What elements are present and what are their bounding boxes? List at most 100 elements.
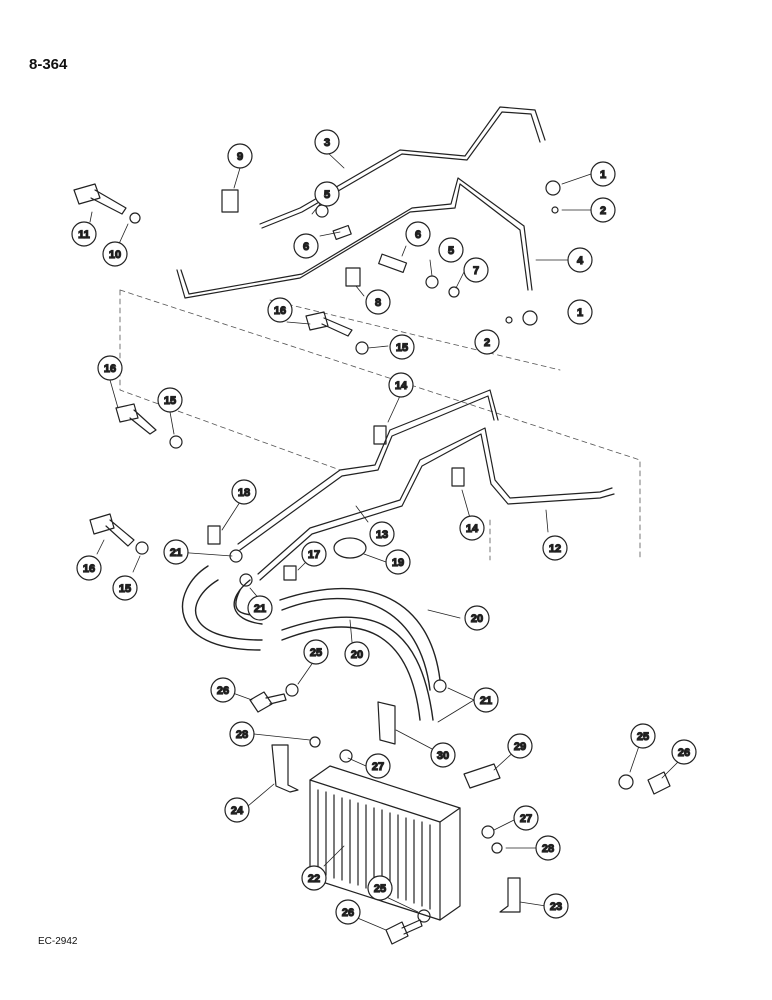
callout: 28	[229, 721, 255, 747]
bracket-24	[271, 744, 299, 793]
bolt-16-low	[89, 513, 135, 547]
nut-28-b	[491, 842, 503, 854]
callout: 20	[464, 605, 490, 631]
clamp-5-b	[425, 275, 439, 289]
sleeve-6-a	[332, 224, 352, 241]
bolt-11	[73, 183, 127, 215]
assembly-outline	[119, 289, 641, 561]
callout: 30	[430, 742, 456, 768]
svg-text:21: 21	[170, 547, 182, 559]
callout: 22	[301, 865, 327, 891]
fitting-1-a	[545, 180, 561, 196]
svg-text:12: 12	[549, 543, 561, 555]
svg-text:15: 15	[164, 395, 176, 407]
callout: 2	[474, 329, 500, 355]
callout: 13	[369, 521, 395, 547]
callout: 8	[365, 289, 391, 315]
washer-10	[129, 212, 141, 224]
svg-text:15: 15	[396, 342, 408, 354]
svg-text:6: 6	[415, 229, 421, 241]
o-ring-2-a	[551, 206, 559, 214]
callout: 6	[405, 221, 431, 247]
washer-15-a	[355, 341, 369, 355]
clip-14-b	[451, 467, 465, 487]
callout: 1	[567, 299, 593, 325]
leader-lines	[89, 151, 685, 931]
clip-18	[207, 525, 221, 545]
svg-text:3: 3	[324, 137, 330, 149]
svg-text:9: 9	[237, 151, 243, 163]
svg-text:16: 16	[274, 305, 286, 317]
svg-text:23: 23	[550, 901, 562, 913]
fitting-1-b	[522, 310, 538, 326]
bolt-16-mid	[115, 403, 157, 435]
svg-text:24: 24	[231, 805, 244, 817]
callout: 2	[590, 197, 616, 223]
svg-text:28: 28	[236, 729, 248, 741]
callout: 23	[543, 893, 569, 919]
callout: 21	[247, 595, 273, 621]
callout: 21	[163, 539, 189, 565]
callout: 19	[385, 549, 411, 575]
callout: 28	[535, 835, 561, 861]
svg-text:27: 27	[372, 761, 384, 773]
clip-19	[333, 537, 367, 559]
oil-cooler-22	[309, 765, 461, 921]
callout: 25	[367, 875, 393, 901]
callout: 26	[210, 677, 236, 703]
callout: 4	[567, 247, 593, 273]
callout: 15	[157, 387, 183, 413]
callout: 5	[438, 237, 464, 263]
svg-text:19: 19	[392, 557, 404, 569]
bracket-30	[377, 701, 396, 745]
bolt-26-a	[249, 691, 287, 713]
callout: 16	[97, 355, 123, 381]
callout: 29	[507, 733, 533, 759]
callout: 12	[542, 535, 568, 561]
callout: 11	[71, 221, 97, 247]
callout: 18	[231, 479, 257, 505]
clip-17	[283, 565, 297, 581]
svg-text:5: 5	[448, 245, 454, 257]
callout: 27	[513, 805, 539, 831]
screw-7	[448, 286, 460, 298]
svg-text:25: 25	[374, 883, 386, 895]
callout: 15	[389, 334, 415, 360]
svg-text:29: 29	[514, 741, 526, 753]
nut-28-a	[309, 736, 321, 748]
callout: 25	[630, 723, 656, 749]
svg-text:1: 1	[600, 169, 606, 181]
svg-text:30: 30	[437, 750, 449, 762]
svg-text:17: 17	[308, 549, 320, 561]
callout: 24	[224, 797, 250, 823]
fitting-27-b	[481, 825, 495, 839]
svg-text:28: 28	[542, 843, 554, 855]
callout: 3	[314, 129, 340, 155]
pipe-12	[257, 427, 615, 581]
callout: 5	[314, 181, 340, 207]
callout: 25	[303, 639, 329, 665]
washer-25-b	[618, 774, 634, 790]
svg-text:26: 26	[217, 685, 229, 697]
washer-15-c	[135, 541, 149, 555]
washer-25-c	[417, 909, 431, 923]
sleeve-6-b	[378, 253, 408, 274]
callout: 10	[102, 241, 128, 267]
svg-text:20: 20	[351, 649, 363, 661]
svg-text:4: 4	[577, 255, 584, 267]
bolt-26-c	[385, 919, 423, 945]
svg-text:25: 25	[310, 647, 322, 659]
svg-text:26: 26	[678, 747, 690, 759]
callout: 14	[459, 515, 485, 541]
washer-15-b	[169, 435, 183, 449]
svg-text:22: 22	[308, 873, 320, 885]
svg-text:15: 15	[119, 583, 131, 595]
svg-text:20: 20	[471, 613, 483, 625]
callout: 17	[301, 541, 327, 567]
drawing-code: EC-2942	[38, 936, 78, 947]
clip-14-a	[373, 425, 387, 445]
svg-text:21: 21	[254, 603, 266, 615]
svg-text:5: 5	[324, 189, 330, 201]
callout: 21	[473, 687, 499, 713]
